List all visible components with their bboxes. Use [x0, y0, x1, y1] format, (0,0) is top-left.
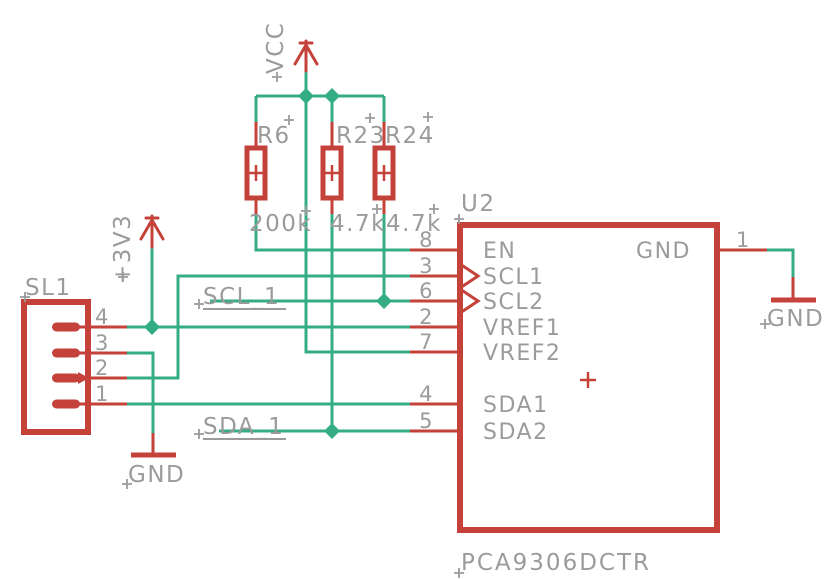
ic-u2-pin2-number: 2 — [419, 305, 434, 329]
ic-u2-pin-label-sda2: SDA2 — [483, 420, 549, 445]
net-vcc[interactable] — [254, 71, 410, 354]
origin-cross — [194, 429, 204, 439]
origin-cross — [301, 206, 311, 216]
net-scl_1[interactable]: SCL_1 — [203, 214, 410, 310]
connector-sl1-name[interactable]: SL1 — [25, 275, 72, 301]
resistor-r6-body[interactable] — [244, 145, 268, 201]
junction-dot — [324, 88, 340, 104]
power-3v3-symbol[interactable]: +3V3 — [110, 214, 165, 284]
connector-sl1-pad-2-arrow-icon — [78, 372, 89, 384]
junction-dot — [324, 423, 340, 439]
net-label-sda_1[interactable]: SDA_1 — [203, 414, 284, 440]
ic-u2-origin-cross — [580, 372, 596, 388]
resistor-r24-body[interactable] — [372, 145, 396, 201]
ic-u2-pin-label-scl1: SCL1 — [483, 265, 545, 290]
ic-u2-pin-label-sda1: SDA1 — [483, 393, 549, 418]
origin-cross — [423, 112, 433, 122]
resistor-r6[interactable]: R6 200k — [244, 122, 312, 237]
ic-u2-body[interactable] — [457, 222, 720, 533]
origin-cross — [454, 568, 464, 578]
resistor-r23[interactable]: R23 4.7k — [320, 122, 386, 237]
origin-cross — [365, 113, 375, 123]
resistor-r24[interactable]: R24 4.7k — [372, 122, 442, 237]
origin-cross — [194, 299, 204, 309]
origin-cross — [272, 72, 282, 82]
resistor-r23-origin-cross — [324, 165, 340, 181]
ic-u2-pin7-number: 7 — [419, 330, 434, 354]
connector-sl1-pin-lines — [62, 325, 127, 406]
origin-cross — [118, 272, 128, 282]
connector-sl1-body[interactable] — [21, 299, 91, 435]
resistor-r6-value[interactable]: 200k — [249, 211, 312, 237]
origin-cross — [372, 204, 382, 214]
net-wire-icgnd-to-gnd[interactable] — [767, 248, 795, 277]
resistor-r6-origin-cross — [248, 165, 264, 181]
net-label-scl_1[interactable]: SCL_1 — [203, 284, 280, 310]
ic-u2-pin-label-vref1: VREF1 — [483, 316, 561, 341]
junction-dot — [144, 319, 160, 335]
ic-u2-pin4-number: 4 — [419, 382, 434, 406]
net-wire-r6-to-en[interactable] — [254, 214, 410, 252]
connector-sl1[interactable]: 4 3 2 1 SL1 — [21, 275, 127, 435]
origin-cross — [454, 214, 464, 224]
resistor-r24-value[interactable]: 4.7k — [386, 211, 442, 237]
connector-sl1-pad-4 — [52, 322, 80, 332]
connector-sl1-pin4-number: 4 — [95, 305, 110, 329]
3v3-arrow-icon — [139, 214, 165, 249]
gnd-right-label: GND — [767, 306, 824, 332]
origin-cross — [20, 292, 30, 302]
origin-cross — [760, 319, 770, 329]
ic-u2-pin8-number: 8 — [419, 228, 434, 252]
net-wire-pin3-to-gnd[interactable] — [127, 351, 155, 433]
connector-sl1-pin1-number: 1 — [95, 382, 110, 406]
gnd-symbol-left[interactable]: GND — [128, 433, 185, 488]
connector-sl1-pin3-number: 3 — [95, 331, 110, 355]
vcc-arrow-icon — [293, 39, 319, 73]
power-vcc-symbol[interactable]: VCC — [263, 22, 319, 74]
ic-u2-left-pin-stubs — [410, 248, 460, 433]
ic-u2-pin-label-vref2: VREF2 — [483, 341, 561, 366]
vcc-label: VCC — [263, 22, 289, 74]
origin-cross — [122, 479, 132, 489]
ic-u2-pin5-number: 5 — [419, 409, 434, 433]
resistor-r23-body[interactable] — [320, 145, 344, 201]
ic-u2-designator[interactable]: U2 — [461, 191, 495, 217]
connector-sl1-pad-3 — [52, 348, 80, 358]
ic-u2-pin-label-gnd: GND — [636, 239, 691, 264]
ic-u2-pin1-number: 1 — [736, 228, 751, 252]
gnd-symbol-right[interactable]: GND — [767, 277, 824, 332]
net-3v3-vref1[interactable] — [127, 247, 410, 335]
net-en[interactable] — [254, 214, 410, 252]
ic-u2-part-number[interactable]: PCA9306DCTR — [461, 550, 651, 576]
ic-u2-pin-label-scl2: SCL2 — [483, 290, 545, 315]
resistor-r23-value[interactable]: 4.7k — [330, 211, 386, 237]
net-sda_1[interactable]: SDA_1 — [203, 214, 410, 440]
net-gnd-left[interactable] — [127, 351, 155, 433]
ic-u2-pin3-number: 3 — [419, 254, 434, 278]
ic-u2-pin-label-en: EN — [483, 239, 516, 264]
ic-u2[interactable]: 8 3 6 2 7 4 5 1 EN SCL1 SCL2 VREF1 VREF2… — [410, 191, 767, 576]
connector-sl1-pad-2 — [52, 373, 80, 383]
origin-crosses — [20, 72, 770, 578]
resistor-r23-name[interactable]: R23 — [336, 123, 386, 149]
junction-dot — [376, 293, 392, 309]
origin-cross — [284, 115, 294, 125]
ic-u2-pin6-number: 6 — [419, 279, 434, 303]
origin-cross — [429, 204, 439, 214]
net-wire-vcc-to-vref2[interactable] — [304, 96, 410, 354]
resistor-r6-name[interactable]: R6 — [257, 123, 291, 149]
resistor-r24-origin-cross — [376, 165, 392, 181]
ic-u2-scl2-clock-icon — [459, 287, 481, 315]
junction-dot — [298, 88, 314, 104]
ic-u2-scl1-clock-icon — [459, 262, 481, 290]
connector-sl1-pad-1 — [52, 399, 80, 409]
gnd-left-label: GND — [128, 462, 185, 488]
net-gnd-right[interactable] — [767, 248, 795, 277]
resistor-r24-name[interactable]: R24 — [385, 123, 435, 149]
connector-sl1-pin2-number: 2 — [95, 356, 110, 380]
